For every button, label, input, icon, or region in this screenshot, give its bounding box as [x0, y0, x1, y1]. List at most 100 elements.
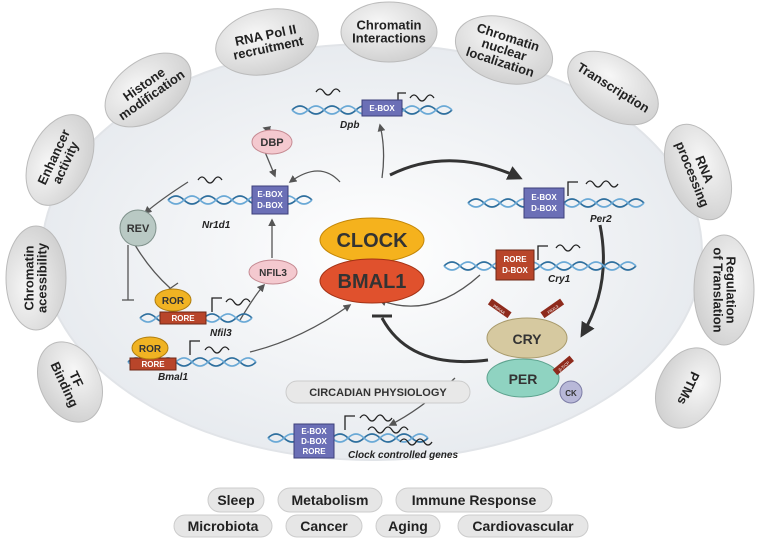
- mrna-nr1d1: [197, 176, 223, 184]
- layer-pill-rna-pol-ii: RNA Pol IIrecruitment: [215, 8, 319, 76]
- core-complex: CLOCK BMAL1: [319, 217, 425, 304]
- mrna-per2: [585, 180, 619, 188]
- arrow-bmal1gene-to-clock: [249, 304, 352, 353]
- transcription-factors: DBP REV NFIL3 ROR ROR CRY PER CK: [119, 129, 583, 404]
- layer-pill-rna-processing: RNAprocessing: [663, 123, 733, 221]
- gene-label-dpb: Dpb: [340, 120, 359, 131]
- mrna-ccg-3: [399, 438, 433, 446]
- ptm-tag-2-label: FBXL3: [546, 303, 560, 315]
- ptm-tag-2: FBXL3: [540, 298, 565, 319]
- rore-dbox-cry1: RORE D-BOX: [495, 249, 535, 281]
- outcome-cancer: Cancer: [300, 518, 348, 534]
- outcome-pills: Sleep Metabolism Immune Response Microbi…: [173, 487, 589, 538]
- arrow-dbp-to-nr1d1: [264, 151, 277, 178]
- factor-nfil3: NFIL3: [248, 259, 298, 285]
- factor-cry: CRY: [486, 317, 568, 359]
- arrow-per2-to-cry: [580, 224, 605, 338]
- ebox-dpb-label: E-BOX: [369, 104, 395, 113]
- outcome-aging: Aging: [388, 518, 428, 534]
- cry-per-inhibit-clock: [380, 317, 489, 364]
- mrna-ccg-2: [367, 426, 409, 434]
- rore-nfil3: RORE: [159, 311, 207, 325]
- mrna-bmal1: [204, 346, 230, 354]
- circadian-physiology-label: CIRCADIAN PHYSIOLOGY: [309, 387, 447, 399]
- factor-ck: CK: [559, 380, 583, 404]
- factor-per: PER: [486, 358, 560, 398]
- ebox-dpb: E-BOX: [361, 99, 403, 117]
- gene-label-nfil3: Nfil3: [210, 328, 232, 339]
- factor-dbp-label: DBP: [260, 137, 283, 149]
- arrow-clock-to-per2: [389, 159, 523, 180]
- promoter-cry1: [537, 245, 548, 260]
- mrna-dpb-1: [409, 94, 435, 102]
- bmal1-ellipse: [319, 258, 425, 304]
- bmal1-rore-label: RORE: [141, 360, 165, 369]
- clock-label: CLOCK: [336, 230, 408, 252]
- gene-label-bmal1: Bmal1: [158, 372, 188, 383]
- arrow-clock-to-dpb: [377, 123, 386, 179]
- promoter-ccg: [344, 415, 355, 430]
- transcripts: [189, 88, 619, 446]
- arrow-cry1-feedback: [378, 274, 481, 307]
- nr1d1-ebox-label: E-BOX: [257, 190, 283, 199]
- factor-dbp: DBP: [251, 129, 293, 155]
- nr1d1-dbox-label: D-BOX: [257, 201, 283, 210]
- mrna-dpb-2: [315, 88, 341, 96]
- rev-inhibit-nfil3: [134, 244, 171, 289]
- outcome-sleep: Sleep: [217, 492, 254, 508]
- layer-chromatin-accessibility-label: Chromatinacessibility: [22, 242, 50, 313]
- factor-nfil3-label: NFIL3: [259, 268, 287, 279]
- gene-label-nr1d1: Nr1d1: [202, 220, 231, 231]
- layer-pill-translation: Regulationof Translation: [693, 234, 755, 346]
- layer-pill-chromatin-accessibility: Chromatinacessibility: [5, 225, 67, 331]
- gene-label-cry1: Cry1: [548, 274, 571, 285]
- layer-pill-histone: Histonemodification: [104, 52, 192, 128]
- factor-ror-1-label: ROR: [162, 296, 185, 307]
- arrow-nr1d1-to-rev: [143, 181, 189, 215]
- outcome-metabolism: Metabolism: [291, 492, 368, 508]
- factor-ror-1: ROR: [154, 288, 192, 312]
- dna-cry1: [443, 261, 637, 271]
- layer-chromatin-nuclear-label: Chromatinnuclearlocalization: [464, 19, 544, 80]
- gene-labels: Dpb Nr1d1 Per2 Cry1 Nfil3 Bmal1 Clock co…: [158, 120, 612, 461]
- circadian-physiology-badge: CIRCADIAN PHYSIOLOGY: [285, 380, 471, 404]
- outcome-immune-response: Immune Response: [412, 492, 537, 508]
- outcome-microbiota: Microbiota: [188, 518, 259, 534]
- per2-dbox-label: D-BOX: [531, 204, 557, 213]
- mrna-ccg-1: [359, 414, 393, 422]
- promoter-per2: [567, 181, 578, 196]
- cry1-dbox-label: D-BOX: [502, 266, 528, 275]
- pathway-arrows: [122, 123, 605, 426]
- arrow-clock-to-nr1d1: [288, 170, 341, 183]
- mrna-cry1: [555, 244, 581, 252]
- layer-pill-ptms: PTMs: [655, 347, 721, 429]
- ccg-rore-label: RORE: [302, 447, 326, 456]
- layer-pill-enhancer: Enhanceractivity: [25, 114, 95, 206]
- factor-rev-label: REV: [127, 223, 150, 235]
- promoter-nfil3: [211, 297, 222, 312]
- mrna-nfil3: [225, 298, 251, 306]
- ccg-dbox-label: D-BOX: [301, 437, 327, 446]
- factor-per-label: PER: [509, 371, 538, 387]
- rore-bmal1: RORE: [129, 357, 177, 371]
- ebox-dbox-per2: E-BOX D-BOX: [523, 187, 565, 219]
- layer-translation-label: Regulationof Translation: [711, 247, 739, 332]
- gene-label-per2: Per2: [590, 214, 612, 225]
- ebox-dbox-nr1d1: E-BOX D-BOX: [251, 185, 289, 215]
- factor-ror-2-label: ROR: [139, 344, 162, 355]
- promoter-bmal1: [189, 340, 200, 355]
- nfil3-rore-label: RORE: [171, 314, 195, 323]
- per2-ebox-label: E-BOX: [531, 193, 557, 202]
- cry1-rore-label: RORE: [503, 255, 527, 264]
- arrow-nfil3gene-to-nfil3: [239, 283, 266, 321]
- factor-ck-label: CK: [565, 389, 577, 398]
- gene-label-ccg: Clock controlled genes: [348, 450, 458, 461]
- ccg-ebox-label: E-BOX: [301, 427, 327, 436]
- factor-rev: REV: [119, 209, 157, 247]
- factor-cry-label: CRY: [512, 331, 542, 347]
- factor-ror-2: ROR: [131, 336, 169, 360]
- layer-pill-tf-binding: TFBinding: [37, 341, 103, 423]
